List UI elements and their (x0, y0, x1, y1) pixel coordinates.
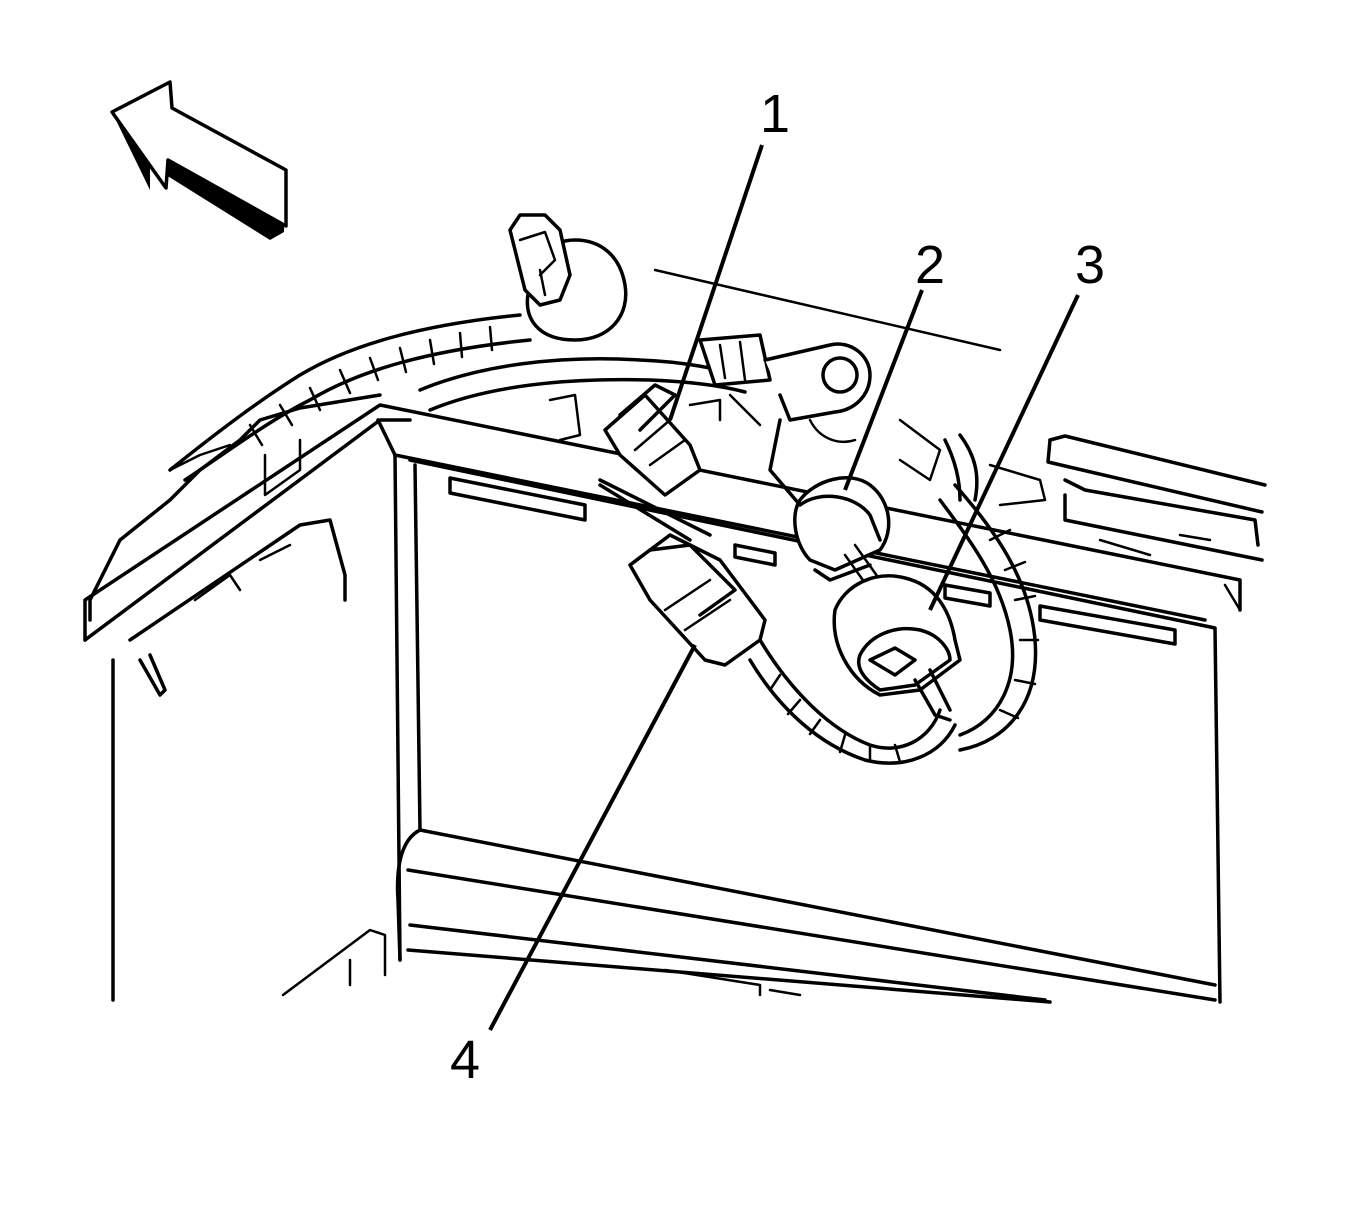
battery-housing (83, 393, 1267, 1004)
connector-4 (598, 478, 767, 667)
battery-terminal (508, 213, 1002, 352)
leader-line-1 (668, 144, 764, 421)
leader-line-4 (488, 644, 697, 1031)
callout-3-label: 3 (1075, 235, 1105, 295)
connector-3 (832, 574, 962, 722)
callout-2-label: 2 (915, 235, 945, 295)
connector-2 (793, 476, 891, 592)
leader-line-2 (843, 289, 924, 491)
callout-4-label: 4 (450, 1030, 480, 1090)
wiring-harness-upper (168, 313, 942, 507)
leader-line-3 (928, 294, 1080, 611)
leader-lines (488, 144, 1080, 1031)
callout-1-label: 1 (760, 84, 790, 144)
direction-arrow-icon (110, 80, 288, 240)
connector-1 (603, 383, 702, 497)
